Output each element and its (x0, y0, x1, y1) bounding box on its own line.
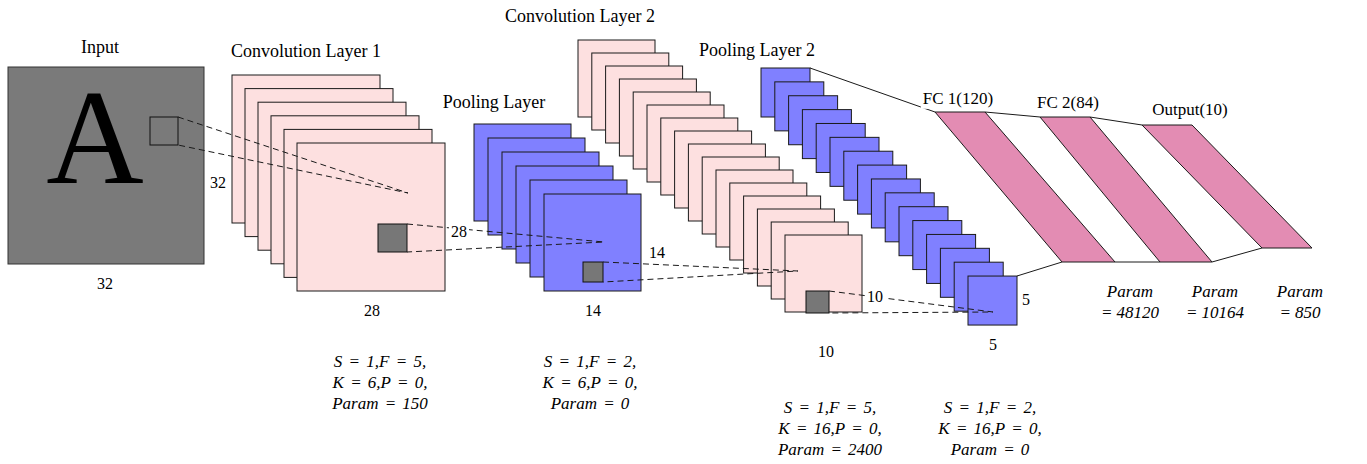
dimension-label: 10 (816, 342, 836, 361)
layer-title: Pooling Layer 2 (699, 40, 815, 62)
text-slot: Convolution Layer 2 (505, 6, 655, 28)
parameter-count: Param = 48120 (1100, 281, 1160, 323)
output-layer (1142, 125, 1312, 248)
receptive-field (150, 117, 178, 145)
text-slot: Convolution Layer 1 (231, 41, 381, 63)
dimension-label: 14 (583, 301, 603, 320)
text-slot: FC 2(84) (1035, 93, 1101, 113)
layer-title: Convolution Layer 2 (505, 6, 655, 28)
receptive-field (806, 291, 829, 313)
hyperparameter-note: S = 1,F = 2, K = 16,P = 0, Param = 0 (936, 397, 1044, 460)
receptive-field-projection (603, 262, 798, 282)
layer-title: Input (81, 37, 119, 59)
output-layer-band: Output(10) (1125, 85, 1320, 255)
layer-graphic (195, 35, 480, 325)
hyperparameter-note: S = 1,F = 5, K = 16,P = 0, Param = 2400 (776, 397, 884, 460)
text-slot: 14 (583, 301, 603, 320)
feature-map-stack: Convolution Layer 1 28 28 (195, 35, 480, 325)
receptive-field-projection (829, 291, 993, 313)
dimension-label: 32 (95, 274, 115, 293)
input-image-frame (8, 67, 204, 264)
dense-connection (985, 112, 1160, 262)
pooled-map (544, 194, 641, 291)
text-slot: 28 (449, 222, 469, 241)
text-slot: Output(10) (1150, 100, 1230, 120)
pooled-map (968, 276, 1017, 325)
text-slot: Input (81, 37, 119, 59)
text-slot: S = 1,F = 5, K = 16,P = 0, Param = 2400 (776, 397, 884, 460)
text-slot: S = 1,F = 2, K = 6,P = 0, Param = 0 (536, 351, 644, 414)
layer-title: Pooling Layer (443, 92, 545, 114)
text-slot: Param = 10164 (1185, 281, 1245, 323)
feature-map (785, 235, 862, 312)
text-slot: 14 (647, 243, 667, 262)
receptive-field-projection (407, 224, 604, 252)
text-slot: 10 (816, 342, 836, 361)
text-slot: 32 (208, 173, 228, 192)
text-slot: 10 (865, 287, 885, 306)
input-image: InputA 32 32 (5, 30, 240, 300)
dimension-label: 28 (449, 222, 469, 241)
dimension-label: 32 (208, 173, 228, 192)
dimension-label: 5 (1020, 290, 1032, 309)
text-slot: 5 (1020, 290, 1032, 309)
receptive-field-projection (178, 117, 408, 193)
text-slot: Param = 850 (1270, 281, 1330, 323)
text-slot: A (46, 70, 144, 205)
receptive-field (583, 262, 603, 282)
text-slot: S = 1,F = 2, K = 16,P = 0, Param = 0 (936, 397, 1044, 460)
text-slot: Pooling Layer (443, 92, 545, 114)
dimension-label: 28 (362, 301, 382, 320)
dense-connection (810, 68, 1062, 276)
layer-title: FC 2(84) (1035, 93, 1101, 113)
hyperparameter-note: S = 1,F = 2, K = 6,P = 0, Param = 0 (536, 351, 644, 414)
parameter-count: Param = 10164 (1185, 281, 1245, 323)
dimension-label: 14 (647, 243, 667, 262)
input-glyph: A (46, 70, 144, 205)
text-slot: 28 (362, 301, 382, 320)
dimension-label: 5 (987, 335, 999, 354)
layer-title: FC 1(120) (921, 89, 995, 109)
text-slot: Param = 48120 (1100, 281, 1160, 323)
layer-title: Output(10) (1150, 100, 1230, 120)
text-slot: 32 (95, 274, 115, 293)
text-slot: Pooling Layer 2 (699, 40, 815, 62)
parameter-count: Param = 850 (1270, 281, 1330, 323)
text-slot: 5 (987, 335, 999, 354)
layer-title: Convolution Layer 1 (231, 41, 381, 63)
hyperparameter-note: S = 1,F = 5, K = 6,P = 0, Param = 150 (326, 351, 434, 414)
text-slot: FC 1(120) (921, 89, 995, 109)
receptive-field (378, 224, 407, 252)
feature-map (297, 143, 445, 291)
dense-connection (1090, 117, 1262, 262)
text-slot: S = 1,F = 5, K = 6,P = 0, Param = 150 (326, 351, 434, 414)
dimension-label: 10 (865, 287, 885, 306)
